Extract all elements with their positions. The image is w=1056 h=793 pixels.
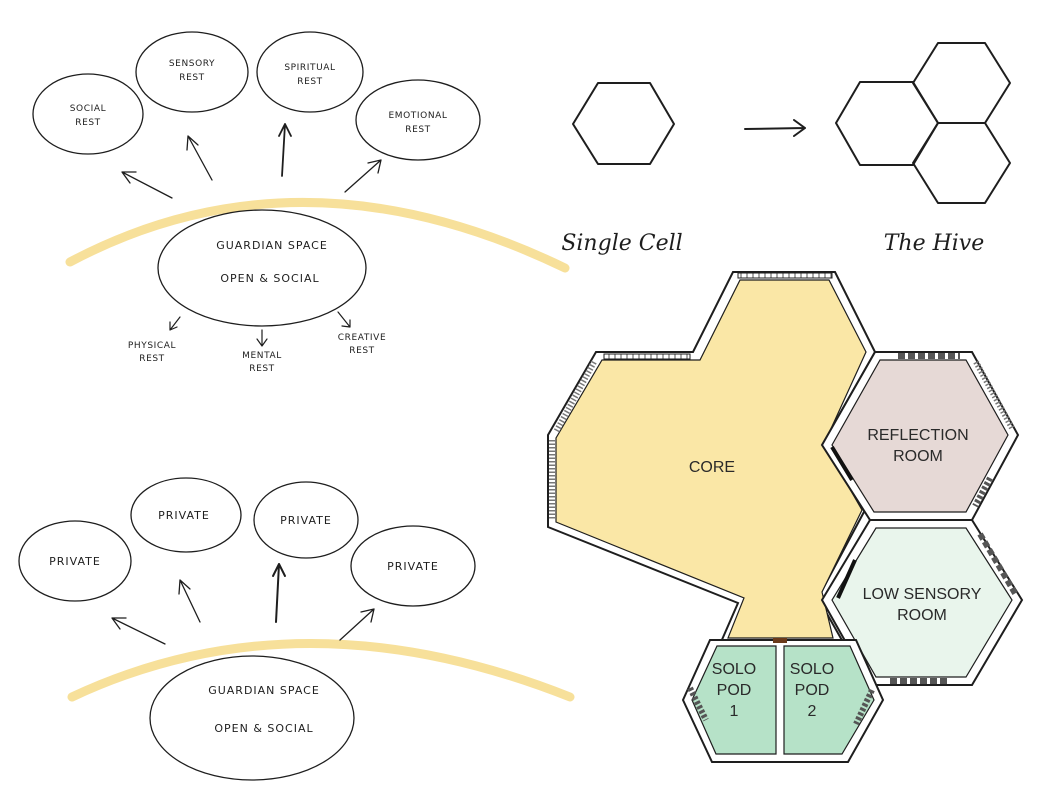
svg-text:PRIVATE: PRIVATE	[49, 555, 101, 568]
svg-text:PRIVATE: PRIVATE	[387, 560, 439, 573]
rest-arrows	[121, 123, 382, 199]
hive-hexagons	[835, 42, 1011, 204]
hive-floor-plan: CORE REFLECTION ROOM LOW SENSORY ROOM SOLO…	[547, 271, 1024, 763]
low-sensory-room	[831, 527, 1013, 678]
bubble-social-rest: SOCIAL REST	[32, 73, 144, 155]
solo-window-left	[687, 686, 709, 722]
output-arrows	[169, 311, 351, 347]
solo-door	[773, 638, 787, 643]
solo-window-right	[853, 688, 875, 726]
low-sensory-label-1: LOW SENSORY	[863, 586, 982, 603]
window-top	[737, 272, 833, 279]
guardian-subtitle: OPEN & SOCIAL	[220, 272, 319, 285]
svg-text:PRIVATE: PRIVATE	[280, 514, 332, 527]
guardian-space-top: GUARDIAN SPACE OPEN & SOCIAL	[157, 209, 367, 327]
reflection-label: REFLECTION ROOM	[867, 427, 968, 465]
bubble-label-line2: REST	[75, 118, 101, 128]
guardian-title-bottom: GUARDIAN SPACE	[208, 684, 320, 697]
bubble-private-3: PRIVATE	[253, 481, 359, 559]
reflection-label-1: REFLECTION	[867, 427, 968, 444]
window-left	[603, 353, 691, 360]
low-sensory-label: LOW SENSORY ROOM	[863, 586, 982, 624]
bubble-private-1: PRIVATE	[18, 520, 132, 602]
single-cell-hexagon	[572, 82, 675, 165]
guardian-arc	[65, 198, 570, 273]
window-west	[553, 360, 597, 434]
guardian-space-bottom: GUARDIAN SPACE OPEN & SOCIAL	[149, 655, 355, 781]
single-cell-label: Single Cell	[561, 231, 682, 256]
low-sensory-door	[836, 559, 857, 599]
guardian-title: GUARDIAN SPACE	[216, 239, 328, 252]
bubble-private-2: PRIVATE	[130, 477, 242, 553]
private-arrows	[111, 563, 375, 645]
guardian-subtitle-bottom: OPEN & SOCIAL	[214, 722, 313, 735]
transform-arrow	[744, 119, 806, 137]
reflection-room	[831, 359, 1009, 513]
reflection-label-2: ROOM	[893, 448, 943, 465]
svg-text:PRIVATE: PRIVATE	[158, 509, 210, 522]
solo-pod-1	[691, 645, 777, 755]
core-label: CORE	[689, 459, 735, 476]
private-diagram: PRIVATE PRIVATE PRIVATE PRIVATE GUARDIAN…	[18, 477, 575, 781]
hive-label: The Hive	[884, 231, 985, 256]
cell-to-hive: Single Cell The Hive	[561, 42, 1011, 256]
reflection-window-se	[972, 476, 993, 508]
solo-pod-2	[783, 645, 875, 755]
low-sensory-window-right	[977, 532, 1019, 597]
bubble-label-line1: SOCIAL	[70, 104, 107, 114]
reflection-door	[830, 445, 854, 482]
bubble-private-4: PRIVATE	[350, 525, 476, 607]
guardian-arc-bottom	[67, 639, 575, 702]
low-sensory-label-2: ROOM	[897, 607, 947, 624]
